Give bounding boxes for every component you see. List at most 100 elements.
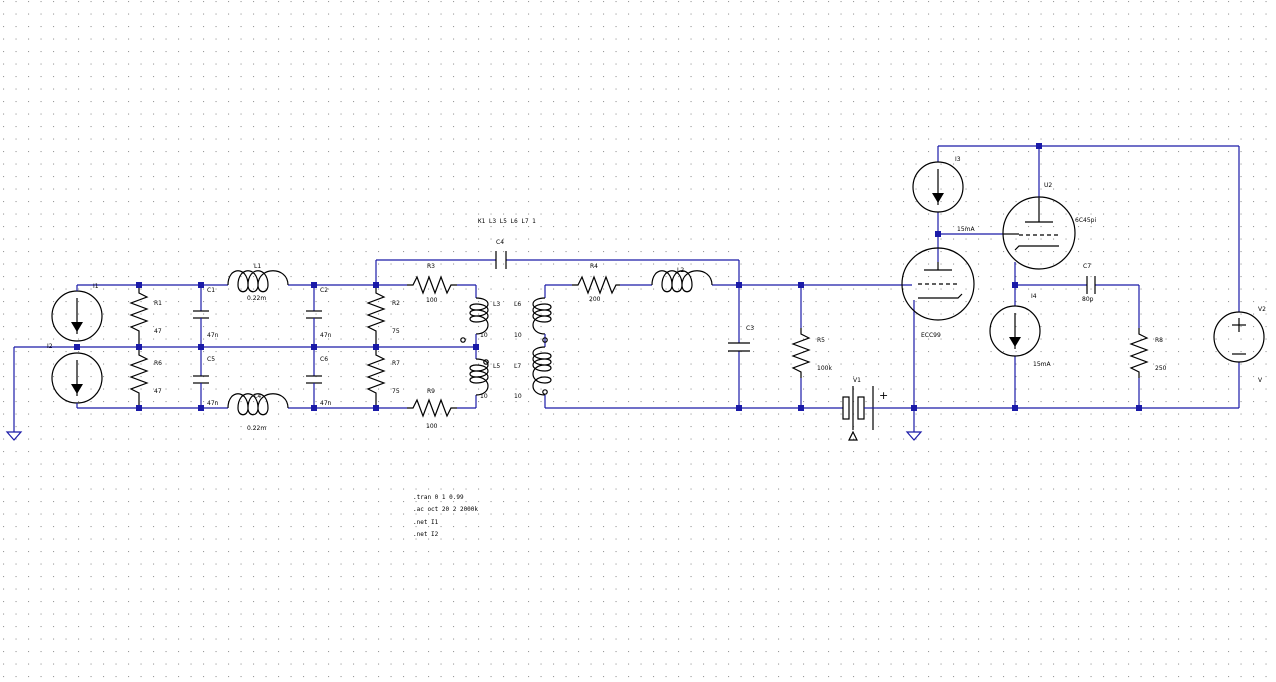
resistor-r7[interactable] <box>366 347 386 408</box>
value-l1: 0.22m <box>247 295 266 302</box>
label-u2: U2 <box>1044 182 1052 189</box>
label-r7: R7 <box>392 360 400 367</box>
inductor-l7[interactable] <box>532 346 552 408</box>
model-u2: 6C45pi <box>1075 217 1096 224</box>
label-l2: L2 <box>677 267 684 274</box>
label-c2: C2 <box>320 287 328 294</box>
label-r4: R4 <box>590 263 598 270</box>
value-r4: 200 <box>589 296 601 303</box>
value-c5: 47n <box>207 400 219 407</box>
dot-l3 <box>460 337 466 343</box>
resistor-r3[interactable] <box>407 275 457 295</box>
capacitor-c7[interactable] <box>1086 276 1096 294</box>
label-i4: I4 <box>1031 293 1037 300</box>
resistor-r4[interactable] <box>572 275 620 295</box>
dot-l7 <box>542 389 548 395</box>
label-i1: I1 <box>93 283 99 290</box>
label-i3: I3 <box>955 156 961 163</box>
junction-nodes <box>74 143 1142 411</box>
value-v2: V <box>1258 377 1263 384</box>
value-l6: 10 <box>514 332 522 339</box>
spice-directive[interactable]: .net I2 <box>413 531 439 538</box>
value-l4: 0.22m <box>247 425 266 432</box>
voltage-source-v1[interactable]: + <box>842 386 888 441</box>
value-c2: 47n <box>320 332 332 339</box>
label-c3: C3 <box>746 325 754 332</box>
resistor-r1[interactable] <box>129 285 149 347</box>
model-u1: ECC99 <box>921 332 941 339</box>
spice-directive[interactable]: .ac oct 20 2 2000k <box>413 506 478 513</box>
resistor-r6[interactable] <box>129 347 149 408</box>
label-c1: C1 <box>207 287 215 294</box>
ground-symbol <box>905 431 923 441</box>
resistor-r5[interactable] <box>791 328 811 378</box>
label-r6: R6 <box>154 360 162 367</box>
label-r2: R2 <box>392 300 400 307</box>
resistor-r9[interactable] <box>407 398 457 418</box>
label-c6: C6 <box>320 356 328 363</box>
current-source-i2[interactable] <box>51 352 103 408</box>
dot-l5 <box>483 359 489 365</box>
ground-symbol <box>5 431 23 441</box>
label-l3: L3 <box>493 301 500 308</box>
value-r3: 100 <box>426 297 438 304</box>
value-i3: 15mA <box>957 226 975 233</box>
resistor-r8[interactable] <box>1129 328 1149 378</box>
dot-l6 <box>542 337 548 343</box>
value-c7: 80p <box>1082 296 1094 303</box>
value-r6: 47 <box>154 388 162 395</box>
value-r7: 75 <box>392 388 400 395</box>
value-c1: 47n <box>207 332 219 339</box>
label-c7: C7 <box>1083 263 1091 270</box>
capacitor-c1[interactable] <box>193 285 209 347</box>
capacitor-c5[interactable] <box>193 347 209 408</box>
capacitor-c4[interactable] <box>495 251 507 269</box>
current-source-i4[interactable] <box>989 305 1041 357</box>
tube-u2[interactable] <box>1002 196 1076 270</box>
label-c5: C5 <box>207 356 215 363</box>
capacitor-c6[interactable] <box>306 347 322 408</box>
label-l4: L4 <box>254 393 261 400</box>
label-i2: I2 <box>47 343 53 350</box>
value-r1: 47 <box>154 328 162 335</box>
label-v2: V2 <box>1258 306 1266 313</box>
capacitor-c3[interactable] <box>728 342 750 352</box>
voltage-source-v2[interactable] <box>1213 311 1265 363</box>
label-r1: R1 <box>154 300 162 307</box>
label-l7: L7 <box>514 363 521 370</box>
label-l6: L6 <box>514 301 521 308</box>
coupling-directive[interactable]: K1 L3 L5 L6 L7 1 <box>478 218 536 225</box>
value-r9: 100 <box>426 423 438 430</box>
value-l5: 10 <box>480 393 488 400</box>
resistor-r2[interactable] <box>366 285 386 347</box>
tube-u1[interactable] <box>901 247 975 321</box>
label-r3: R3 <box>427 263 435 270</box>
wires <box>13 145 1240 432</box>
value-r5: 100k <box>817 365 832 372</box>
plus-sign: + <box>879 389 888 402</box>
value-r2: 75 <box>392 328 400 335</box>
label-r5: R5 <box>817 337 825 344</box>
label-l5: L5 <box>493 363 500 370</box>
spice-directive[interactable]: .tran 0 1 0.99 <box>413 494 464 501</box>
current-source-i1[interactable] <box>51 285 103 342</box>
spice-directive[interactable]: .net I1 <box>413 519 439 526</box>
inductor-l1[interactable] <box>227 270 289 293</box>
value-c6: 47n <box>320 400 332 407</box>
inductor-l6[interactable] <box>532 285 552 347</box>
current-source-i3[interactable] <box>912 161 964 213</box>
label-r9: R9 <box>427 388 435 395</box>
value-i4: 15mA <box>1033 361 1051 368</box>
label-v1: V1 <box>853 377 861 384</box>
label-r8: R8 <box>1155 337 1163 344</box>
capacitor-c2[interactable] <box>306 285 322 347</box>
label-c4: C4 <box>496 239 504 246</box>
inductor-l2[interactable] <box>651 270 713 293</box>
label-l1: L1 <box>254 263 261 270</box>
inductor-l4[interactable] <box>227 393 289 416</box>
value-l7: 10 <box>514 393 522 400</box>
value-l3: 10 <box>480 332 488 339</box>
value-r8: 250 <box>1155 365 1167 372</box>
